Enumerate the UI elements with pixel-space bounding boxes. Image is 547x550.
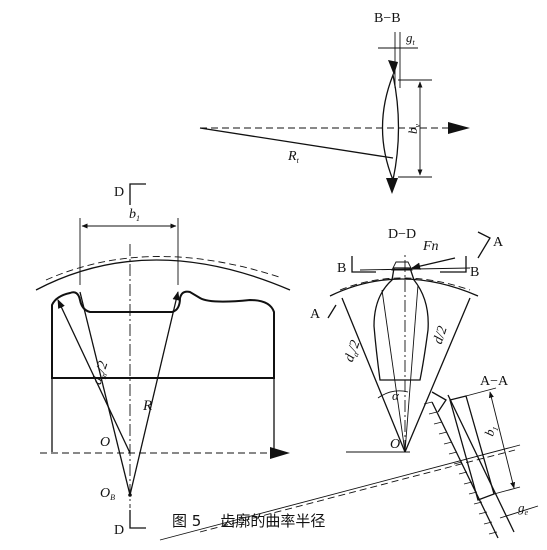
aa-cut-marker (431, 391, 447, 413)
d-label-top: D (114, 185, 124, 200)
ref-arc (45, 256, 283, 281)
alpha-arc (377, 390, 409, 399)
rt-label: Rt (287, 149, 300, 165)
tooth-body (51, 290, 275, 379)
b-label-right: B (470, 265, 479, 280)
section-bb-title: B−B (374, 11, 401, 26)
o-label-left: O (100, 435, 110, 450)
dd-tooth-tip (391, 261, 413, 271)
r-label: R (142, 398, 152, 414)
dd-ref-arc (339, 277, 471, 291)
a-label-left: A (310, 307, 321, 322)
section-bb: B−B gt bv Rt (199, 11, 470, 194)
d2-label: d/2 (431, 324, 451, 346)
dd-tooth (373, 267, 429, 381)
dm2-label: dm/2 (90, 359, 113, 386)
b-cut-marker-left (351, 256, 376, 273)
bb-axis-arrow (448, 122, 470, 134)
ge-dim-line (499, 505, 539, 519)
b-cut-marker-right (440, 256, 467, 273)
r-ray (129, 291, 180, 496)
dd-ray-right (404, 297, 471, 453)
tangent-line (359, 267, 471, 271)
b1aa-dim-line (488, 391, 516, 489)
bb-lens (381, 72, 400, 183)
dd-ray-tooth-left (381, 289, 406, 453)
da2-label: da/2 (342, 338, 365, 364)
a-cut-marker-top (477, 231, 491, 259)
dd-tip-arc (329, 278, 479, 297)
ob-label: OB (100, 486, 115, 502)
alpha-label: α (392, 388, 400, 403)
dm2-ray (57, 299, 131, 454)
fn-label: Fn (422, 239, 439, 254)
a-cut-marker-left (327, 304, 337, 319)
tip-arc (35, 259, 291, 291)
fn-arrow (411, 257, 456, 270)
d-cut-marker-bottom (129, 510, 146, 529)
o-label-right: O (390, 437, 400, 452)
bv-label: bv (405, 124, 422, 135)
rt-line (199, 127, 394, 159)
d-cut-marker-top (129, 183, 146, 205)
section-dd: D−D Fn A B B da/2 d/2 α O A (310, 227, 504, 453)
aa-rack-right (447, 394, 515, 533)
r-ray-left (79, 291, 131, 496)
gt-label: gt (406, 30, 416, 47)
front-view: D b1 dm/2 R O OB D (35, 183, 291, 538)
dd-ray-left (341, 297, 406, 453)
d-label-bottom: D (114, 523, 124, 538)
b1aa-label: b1 (481, 424, 500, 439)
bb-bottom-arrow (386, 178, 398, 194)
ob-point (128, 493, 132, 497)
b1-label: b1 (129, 207, 140, 223)
section-aa-title: A−A (480, 374, 509, 389)
section-dd-title: D−D (388, 227, 416, 242)
dd-ray-tooth-right (404, 284, 419, 453)
aa-rack-left (431, 401, 499, 539)
bb-top-arrow (388, 60, 398, 75)
b-label-left: B (337, 261, 346, 276)
a-label-top: A (493, 235, 504, 250)
section-aa: A−A b1 ge (159, 374, 539, 541)
b1aa-ext-top (465, 387, 497, 397)
figure-caption: 图 5 齿廓的曲率半径 (172, 512, 325, 530)
centerline-arrow (270, 447, 290, 459)
b1aa-ext-bottom (493, 486, 521, 495)
aa-rack-ticks (423, 401, 498, 535)
ge-label: ge (518, 500, 529, 517)
